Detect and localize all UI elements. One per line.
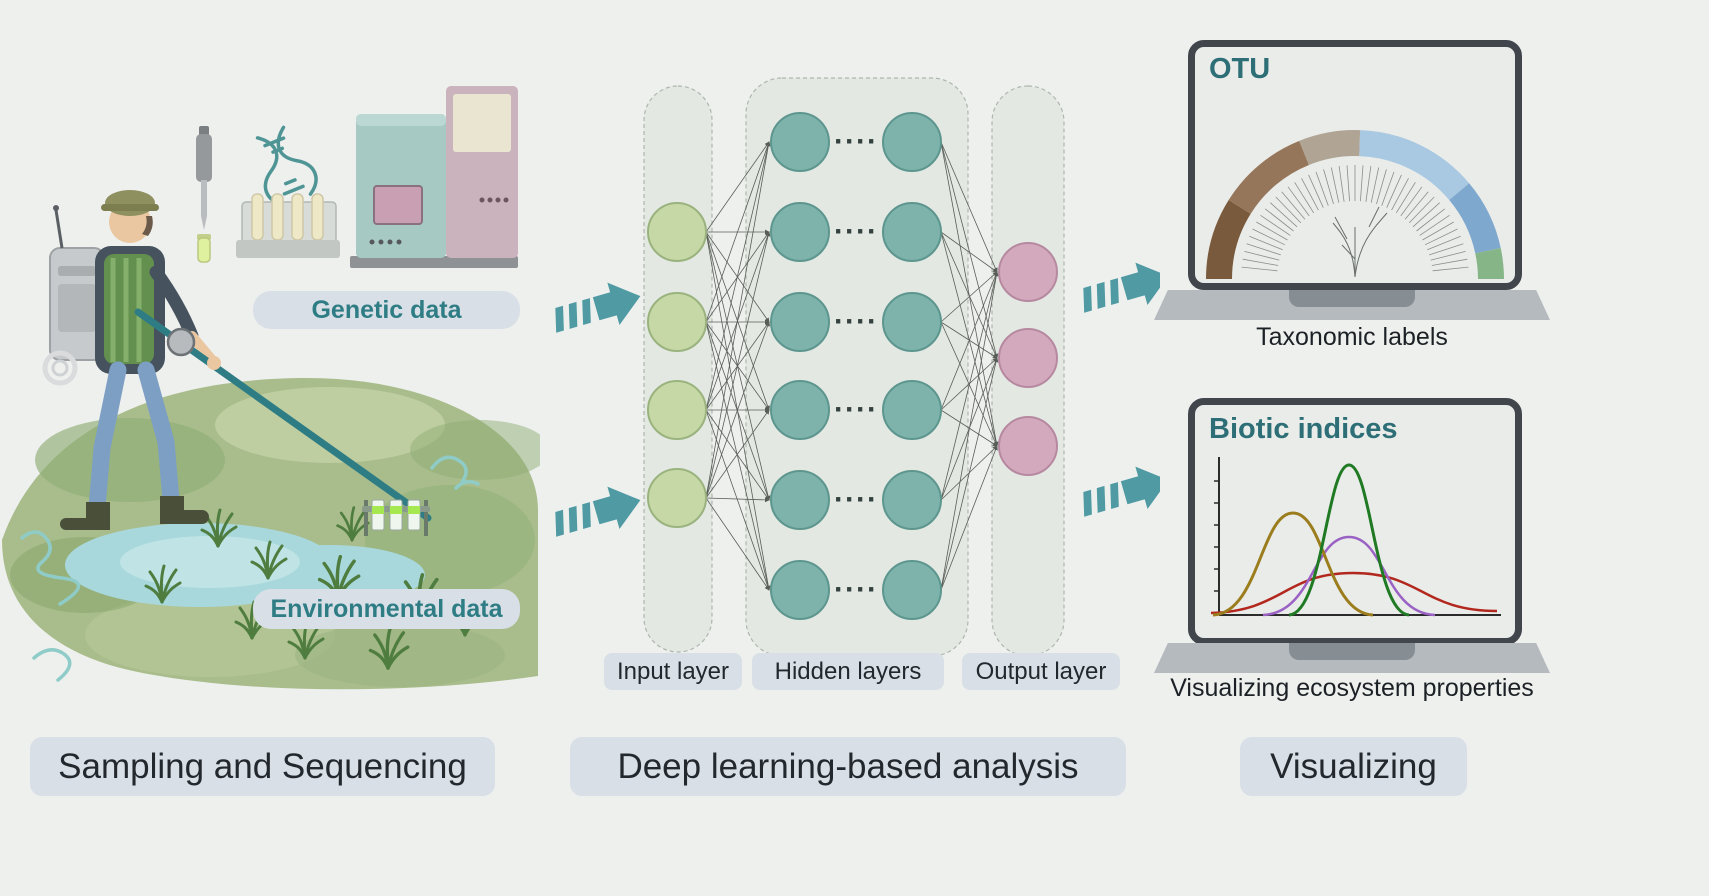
genetic-data-label: Genetic data (253, 291, 520, 329)
curve-olive (1212, 511, 1374, 617)
input-layer-label: Input layer (604, 653, 742, 690)
edna-sampler (362, 499, 430, 536)
curve-red (1210, 571, 1498, 615)
curve-green (1288, 463, 1410, 617)
arrow-network-to-biotic (1074, 458, 1160, 527)
curve-purple (1262, 535, 1436, 617)
scientist-illustration (42, 190, 432, 530)
input-layer-panel (643, 85, 713, 653)
output-nodes (998, 242, 1058, 476)
laptop-screen-biotic: Biotic indices (1188, 398, 1522, 645)
hidden-dots: ···· (834, 393, 878, 426)
laptop-screen-otu: OTU (1188, 40, 1522, 290)
laptop-base-otu (1154, 290, 1550, 320)
plot-ticks (1214, 480, 1219, 592)
hidden-dots: ···· (834, 305, 878, 338)
hidden-layers-label: Hidden layers (752, 653, 944, 690)
section-title-deep-learning: Deep learning-based analysis (570, 737, 1126, 796)
arrow-network-to-otu (1074, 254, 1160, 323)
environmental-data-label: Environmental data (253, 589, 520, 629)
arrow-genetic-to-network (546, 274, 647, 343)
sampling-scene-graphic (2, 86, 540, 690)
taxonomic-labels-caption: Taxonomic labels (1256, 323, 1448, 351)
output-layer-label: Output layer (962, 653, 1120, 690)
taxa-ticks (1241, 165, 1469, 272)
laptop-notch (1288, 290, 1416, 308)
hidden-dots: ···· (834, 215, 878, 248)
laptop-base-biotic (1154, 643, 1550, 673)
edna-strands (20, 455, 480, 682)
pole-reel (166, 327, 196, 357)
biotic-indices-title: Biotic indices (1209, 413, 1398, 445)
test-tube-rack-icon (236, 193, 340, 258)
arrow-environmental-to-network (546, 478, 647, 547)
network-connections (705, 141, 999, 591)
phylogenetic-tree-graphic (1206, 130, 1504, 280)
input-nodes (647, 202, 707, 528)
hidden-nodes (770, 112, 942, 620)
pipette-icon (196, 126, 212, 263)
sequencer-icon (350, 86, 518, 268)
section-title-visualizing: Visualizing (1240, 737, 1467, 796)
hidden-dots: ···· (834, 125, 878, 158)
otu-title: OTU (1209, 53, 1271, 85)
section-title-sampling: Sampling and Sequencing (30, 737, 495, 796)
neural-network-graphic (546, 77, 1160, 657)
biotic-indices-plot (1210, 457, 1501, 617)
hidden-dots: ···· (834, 483, 878, 516)
hidden-dots: ···· (834, 573, 878, 606)
laptop-notch (1288, 643, 1416, 661)
tree-branches (1332, 206, 1388, 278)
ecosystem-properties-caption: Visualizing ecosystem properties (1170, 674, 1534, 702)
